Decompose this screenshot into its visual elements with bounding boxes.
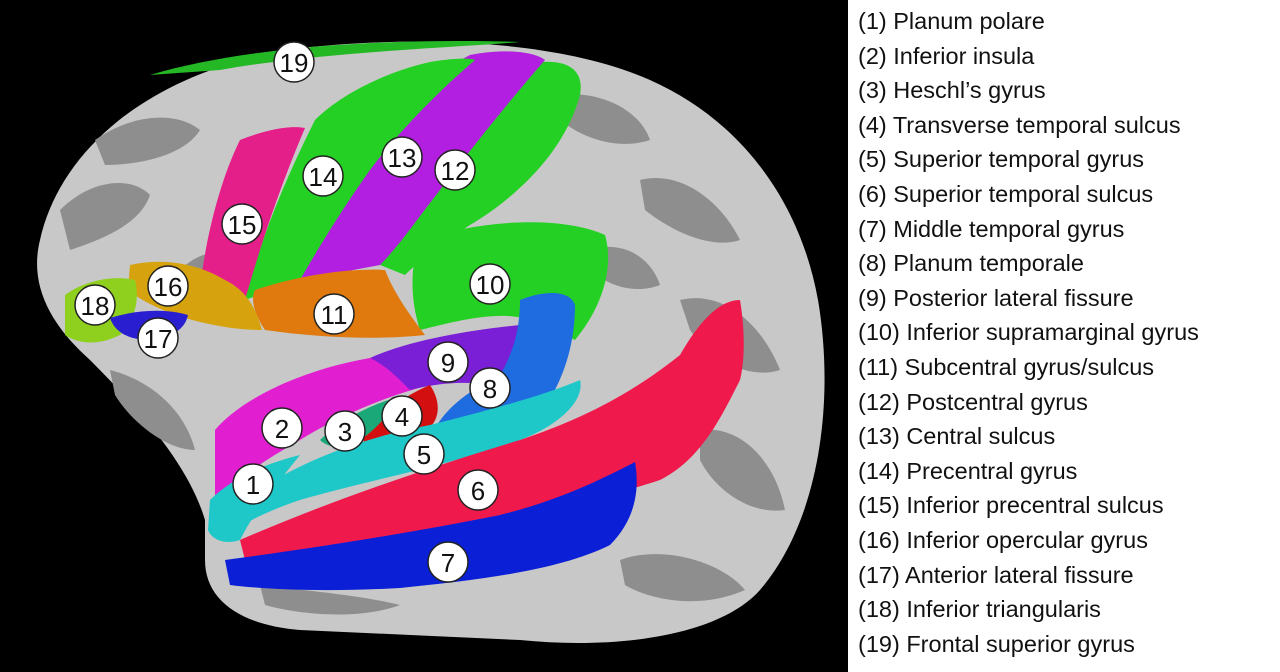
legend-item-4: (4) Transverse temporal sulcus bbox=[858, 111, 1181, 138]
callout-circle bbox=[469, 263, 511, 305]
callout-number: 12 bbox=[441, 156, 470, 186]
legend-item-14: (14) Precentral gyrus bbox=[858, 457, 1078, 484]
callout-1: 1 bbox=[232, 463, 274, 505]
legend-item-1: (1) Planum polare bbox=[858, 8, 1045, 34]
callout-circle bbox=[381, 395, 423, 437]
callout-19: 19 bbox=[273, 41, 315, 83]
legend-item-19: (19) Frontal superior gyrus bbox=[858, 630, 1135, 657]
callout-3: 3 bbox=[324, 410, 366, 452]
legend-item-6: (6) Superior temporal sulcus bbox=[858, 180, 1154, 207]
callout-9: 9 bbox=[427, 341, 469, 383]
callout-4: 4 bbox=[381, 395, 423, 437]
legend-item-15: (15) Inferior precentral sulcus bbox=[858, 492, 1164, 519]
legend-item-17: (17) Anterior lateral fissure bbox=[858, 561, 1134, 588]
region-7 bbox=[225, 462, 637, 591]
callout-circle bbox=[221, 203, 263, 245]
callout-circle bbox=[403, 433, 445, 475]
parcellation-regions bbox=[65, 40, 744, 591]
callout-circle bbox=[427, 541, 469, 583]
legend-item-9: (9) Posterior lateral fissure bbox=[858, 284, 1134, 311]
region-6 bbox=[240, 300, 744, 560]
callout-number: 16 bbox=[154, 272, 183, 302]
callout-2: 2 bbox=[261, 407, 303, 449]
callout-circle bbox=[137, 317, 179, 359]
callout-number: 2 bbox=[275, 414, 289, 444]
callout-circle bbox=[381, 136, 423, 178]
callout-circle bbox=[434, 149, 476, 191]
callout-circle bbox=[232, 463, 274, 505]
legend-item-18: (18) Inferior triangularis bbox=[858, 596, 1101, 623]
callout-circle bbox=[273, 41, 315, 83]
region-13 bbox=[300, 51, 545, 280]
callout-17: 17 bbox=[137, 317, 179, 359]
callout-16: 16 bbox=[147, 265, 189, 307]
region-12 bbox=[380, 61, 581, 276]
region-2 bbox=[215, 358, 430, 500]
callout-number: 9 bbox=[441, 348, 455, 378]
legend-item-10: (10) Inferior supramarginal gyrus bbox=[858, 319, 1199, 346]
callout-number: 8 bbox=[483, 374, 497, 404]
legend-item-12: (12) Postcentral gyrus bbox=[858, 388, 1088, 415]
callout-12: 12 bbox=[434, 149, 476, 191]
callout-11: 11 bbox=[313, 293, 355, 335]
callout-number: 7 bbox=[441, 548, 455, 578]
callout-8: 8 bbox=[469, 367, 511, 409]
callout-number: 3 bbox=[338, 417, 352, 447]
callout-number: 1 bbox=[246, 470, 260, 500]
legend-item-8: (8) Planum temporale bbox=[858, 250, 1084, 277]
callout-circle bbox=[302, 155, 344, 197]
callout-number: 13 bbox=[388, 143, 417, 173]
callout-number: 4 bbox=[395, 402, 409, 432]
region-14 bbox=[245, 58, 475, 300]
callout-7: 7 bbox=[427, 541, 469, 583]
callout-circle bbox=[261, 407, 303, 449]
legend: (1) Planum polare (2) Inferior insula (3) … bbox=[858, 4, 1278, 661]
callout-number: 15 bbox=[228, 210, 257, 240]
callout-circle bbox=[74, 284, 116, 326]
callout-6: 6 bbox=[457, 469, 499, 511]
legend-item-16: (16) Inferior opercular gyrus bbox=[858, 526, 1148, 553]
callout-5: 5 bbox=[403, 433, 445, 475]
region-19 bbox=[150, 40, 520, 75]
callout-number: 14 bbox=[309, 162, 338, 192]
callout-13: 13 bbox=[381, 136, 423, 178]
callout-14: 14 bbox=[302, 155, 344, 197]
callout-number: 6 bbox=[471, 476, 485, 506]
callout-18: 18 bbox=[74, 284, 116, 326]
callout-15: 15 bbox=[221, 203, 263, 245]
callout-number: 11 bbox=[321, 300, 348, 330]
legend-item-7: (7) Middle temporal gyrus bbox=[858, 215, 1125, 242]
legend-item-11: (11) Subcentral gyrus/sulcus bbox=[858, 353, 1155, 380]
legend-item-2: (2) Inferior insula bbox=[858, 42, 1035, 69]
callout-circle bbox=[469, 367, 511, 409]
callout-circle bbox=[457, 469, 499, 511]
legend-item-3: (3) Heschl’s gyrus bbox=[858, 77, 1046, 104]
callout-number: 10 bbox=[476, 270, 505, 300]
callout-circle bbox=[427, 341, 469, 383]
callout-circle bbox=[324, 410, 366, 452]
callout-10: 10 bbox=[469, 263, 511, 305]
legend-item-13: (13) Central sulcus bbox=[858, 423, 1056, 450]
callout-circle bbox=[313, 293, 355, 335]
callout-number: 19 bbox=[280, 48, 309, 78]
callout-number: 18 bbox=[81, 291, 110, 321]
callout-number: 5 bbox=[417, 440, 431, 470]
callout-number: 17 bbox=[144, 324, 173, 354]
callout-circle bbox=[147, 265, 189, 307]
legend-item-5: (5) Superior temporal gyrus bbox=[858, 146, 1145, 173]
